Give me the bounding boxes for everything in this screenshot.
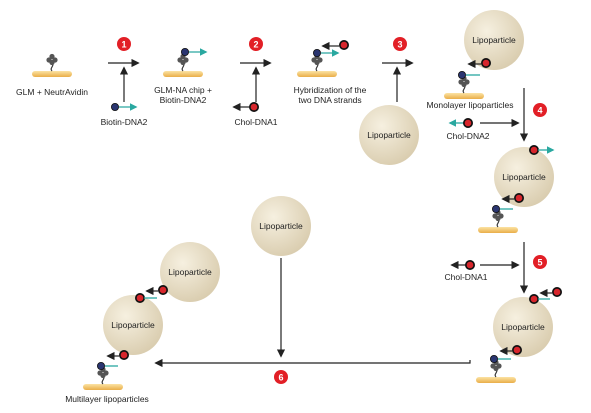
label-multilayer: Multilayer lipoparticles — [65, 394, 149, 404]
lipoparticle-1: Lipoparticle — [464, 10, 524, 70]
lipoparticle-label: Lipoparticle — [501, 322, 545, 332]
step-badge-4 — [533, 103, 547, 117]
lipoparticle-label: Lipoparticle — [502, 172, 546, 182]
step-number-5: 5 — [537, 258, 542, 268]
label-chol-dna1-a: Chol-DNA1 — [235, 117, 278, 127]
label-glm-neutravidin: GLM + NeutrAvidin — [16, 87, 88, 97]
lipoparticle-label: Lipoparticle — [111, 320, 155, 330]
biotin-dna2-reagent — [111, 103, 138, 111]
step-number-1: 1 — [121, 40, 126, 50]
chol-dna2-reagent — [448, 118, 473, 128]
lipoparticle-2: Lipoparticle — [359, 105, 419, 165]
step-number-3: 3 — [397, 40, 402, 50]
label-chip-line2: Biotin-DNA2 — [160, 95, 207, 105]
neutravidin-surface-a — [31, 53, 73, 78]
lipoparticle-7: Lipoparticle — [493, 297, 553, 357]
lipoparticle-label: Lipoparticle — [168, 267, 212, 277]
lipoparticle-label: Lipoparticle — [259, 221, 303, 231]
multilayer-stack — [82, 285, 168, 391]
lipoparticle-label: Lipoparticle — [472, 35, 516, 45]
label-biotin-dna2: Biotin-DNA2 — [101, 117, 148, 127]
label-hybrid-line1: Hybridization of the — [294, 85, 367, 95]
label-chol-dna1-b: Chol-DNA1 — [445, 272, 488, 282]
label-hybrid-line2: two DNA strands — [298, 95, 361, 105]
step-number-6: 6 — [278, 373, 283, 383]
chol-dna1-reagent-a — [232, 102, 259, 112]
lipoparticle-with-hybrid-top — [475, 287, 562, 384]
chol-dna1-reagent-b — [450, 260, 475, 270]
step-badge-6 — [274, 370, 288, 384]
label-chol-dna2: Chol-DNA2 — [447, 131, 490, 141]
chip-with-biotin-dna2 — [162, 48, 208, 78]
label-chip-line1: GLM-NA chip + — [154, 85, 212, 95]
step-badge-1 — [117, 37, 131, 51]
step-badge-3 — [393, 37, 407, 51]
step-badge-5 — [533, 255, 547, 269]
step-badge-2 — [249, 37, 263, 51]
lipoparticle-label: Lipoparticle — [367, 130, 411, 140]
lipoparticle-5: Lipoparticle — [160, 242, 220, 302]
lipoparticle-3: Lipoparticle — [494, 147, 554, 207]
step-number-2: 2 — [253, 40, 258, 50]
hybridized-dna-strands — [296, 40, 349, 78]
monolayer-attachment — [443, 58, 491, 100]
lipoparticle-4: Lipoparticle — [251, 196, 311, 256]
lipoparticle-with-chol-dna2 — [477, 145, 555, 234]
lipoparticle-6: Lipoparticle — [103, 295, 163, 355]
arrow-step-6 — [154, 358, 471, 368]
step-number-4: 4 — [537, 106, 542, 116]
label-monolayer: Monolayer lipoparticles — [427, 100, 514, 110]
